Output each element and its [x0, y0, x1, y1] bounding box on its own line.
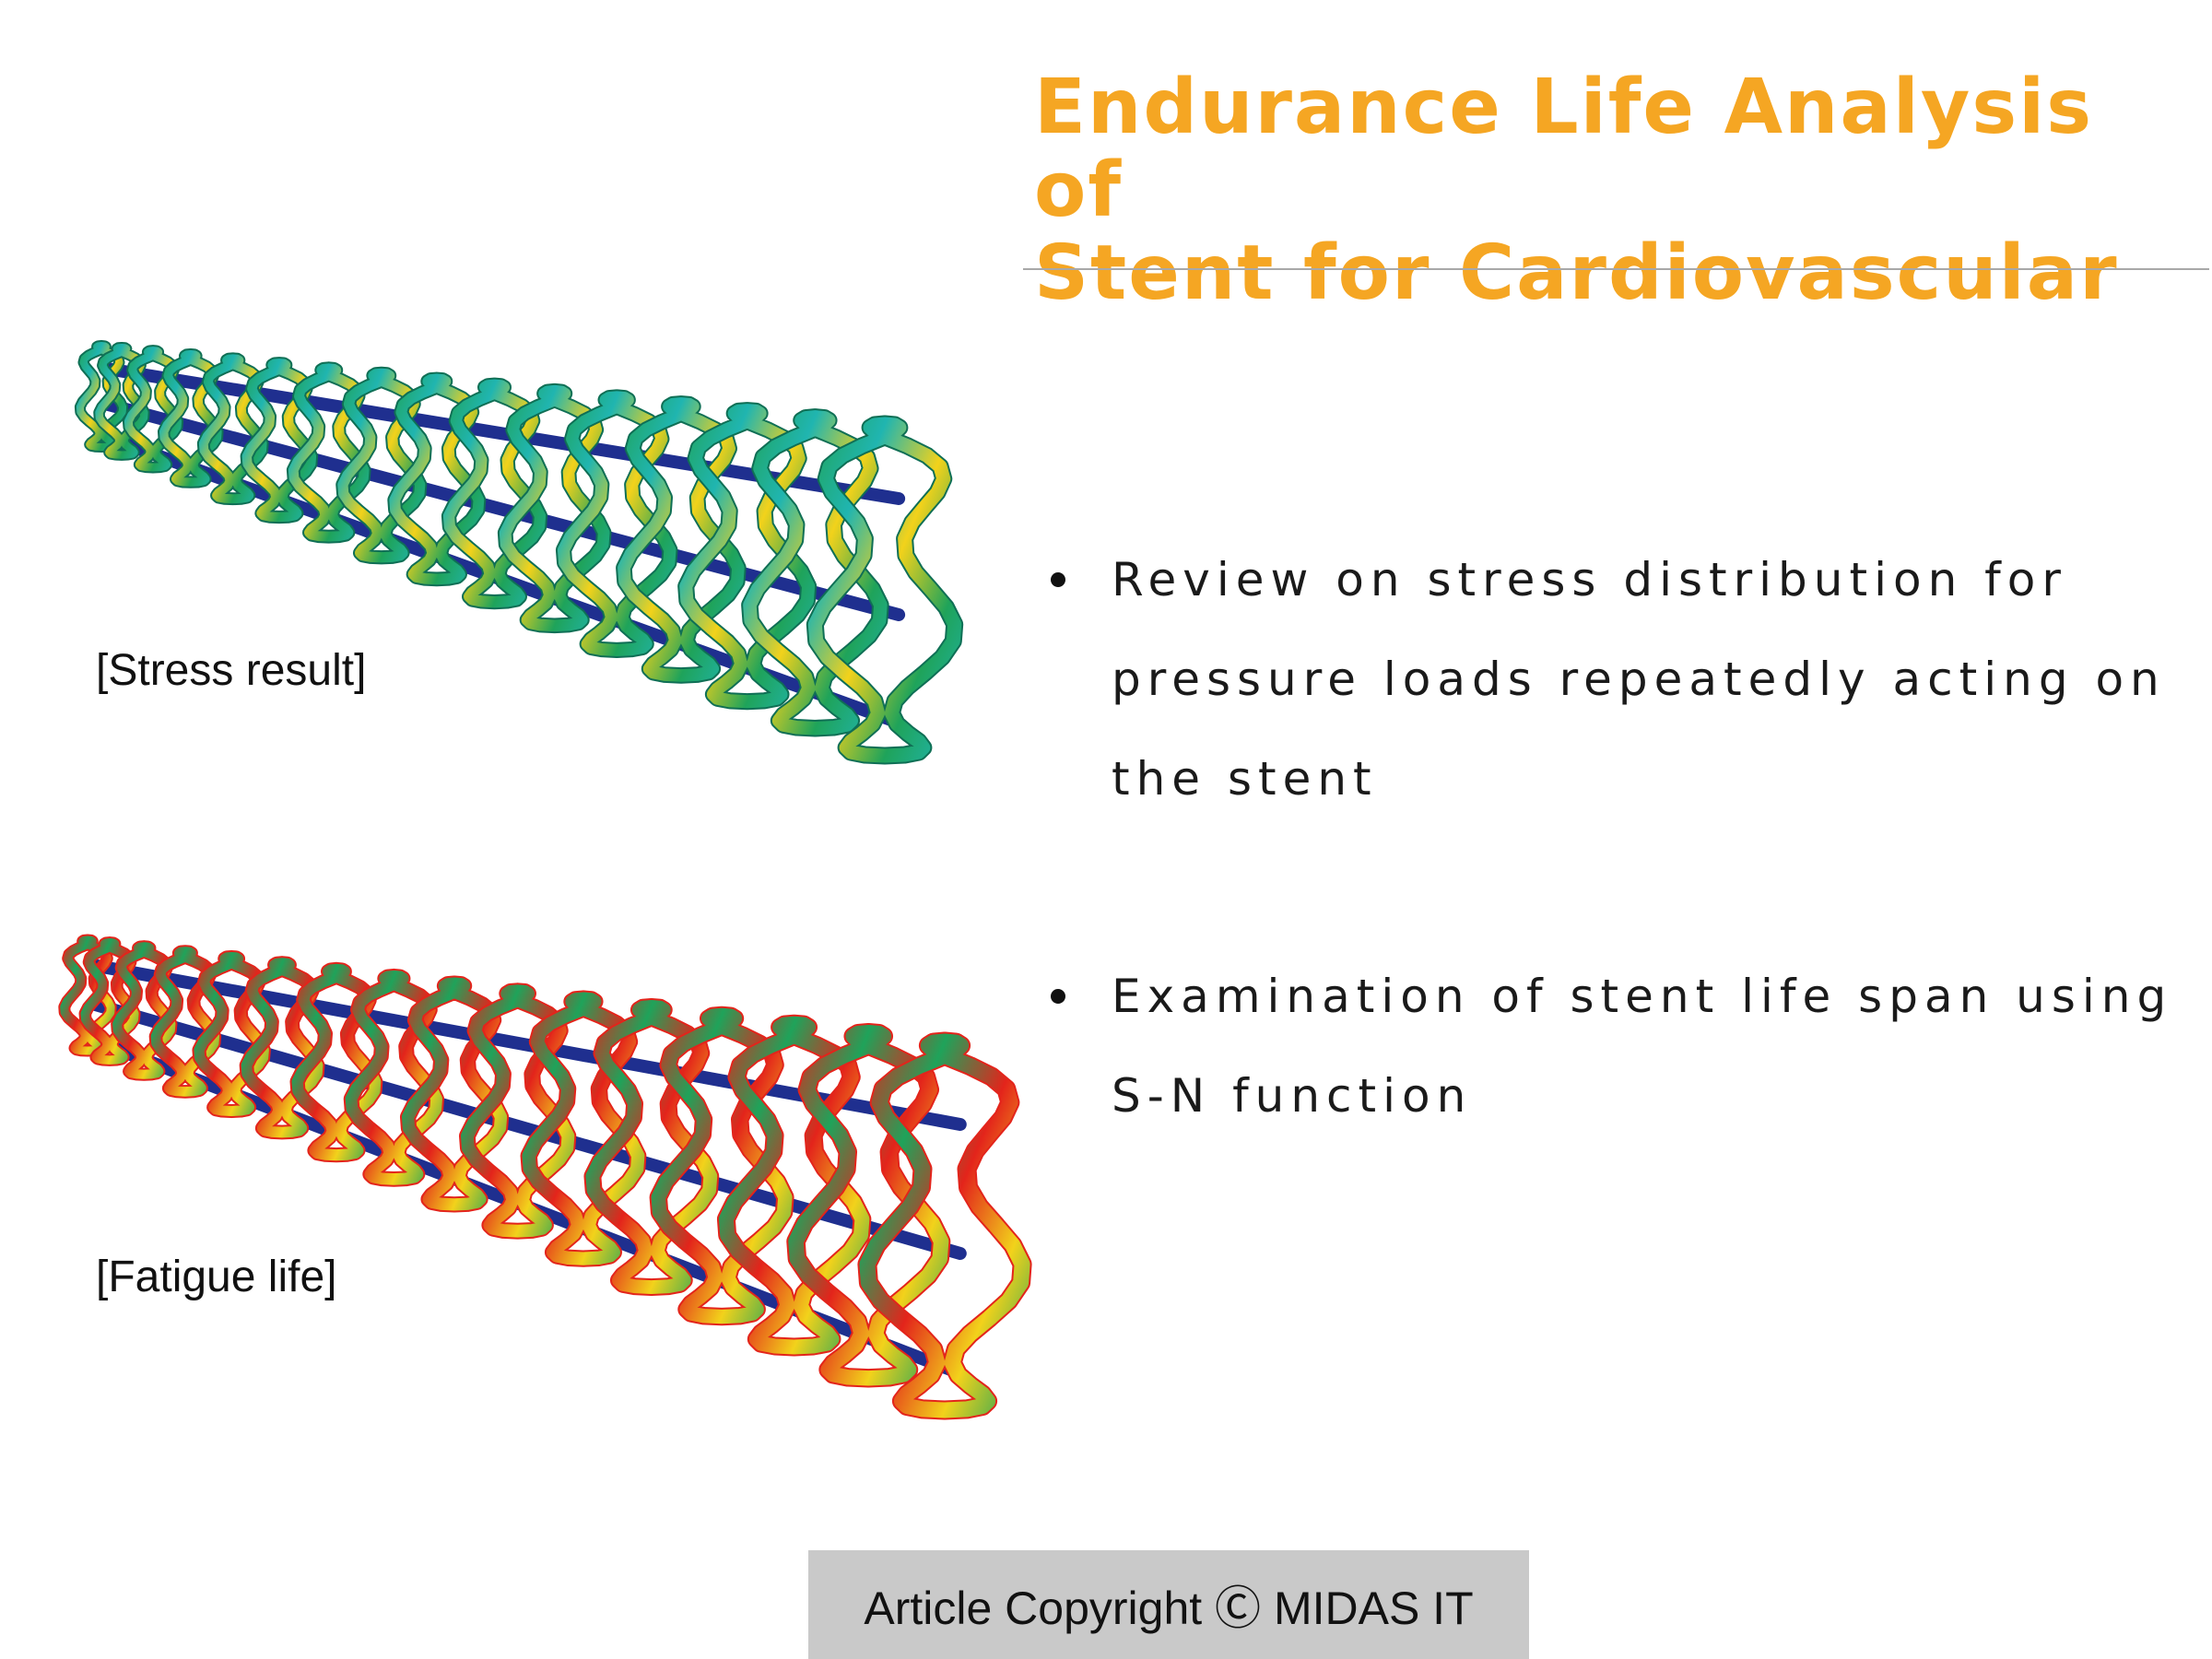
fatigue-life-caption: [Fatigue life] — [96, 1253, 337, 1301]
title-divider — [1023, 268, 2209, 270]
bullet-dot-icon — [1051, 989, 1065, 1004]
copyright-text: Article Copyright Ⓒ MIDAS IT — [864, 1583, 1474, 1634]
copyright-footer: Article Copyright Ⓒ MIDAS IT — [808, 1550, 1529, 1659]
stent-fatigue-graphic — [58, 934, 1032, 1420]
bullet-text: Examination of stent life span using S-N… — [1112, 970, 2173, 1123]
stress-result-caption: [Stress result] — [96, 646, 367, 695]
stent-fatigue-image — [51, 912, 1046, 1438]
stent-stress-graphic — [74, 340, 964, 765]
bullet-text: Review on stress distribution for pressu… — [1112, 553, 2166, 806]
stent-stress-image — [65, 332, 986, 793]
page-title: Endurance Life Analysis of Stent for Car… — [1034, 64, 2119, 317]
bullet-dot-icon — [1051, 572, 1065, 587]
